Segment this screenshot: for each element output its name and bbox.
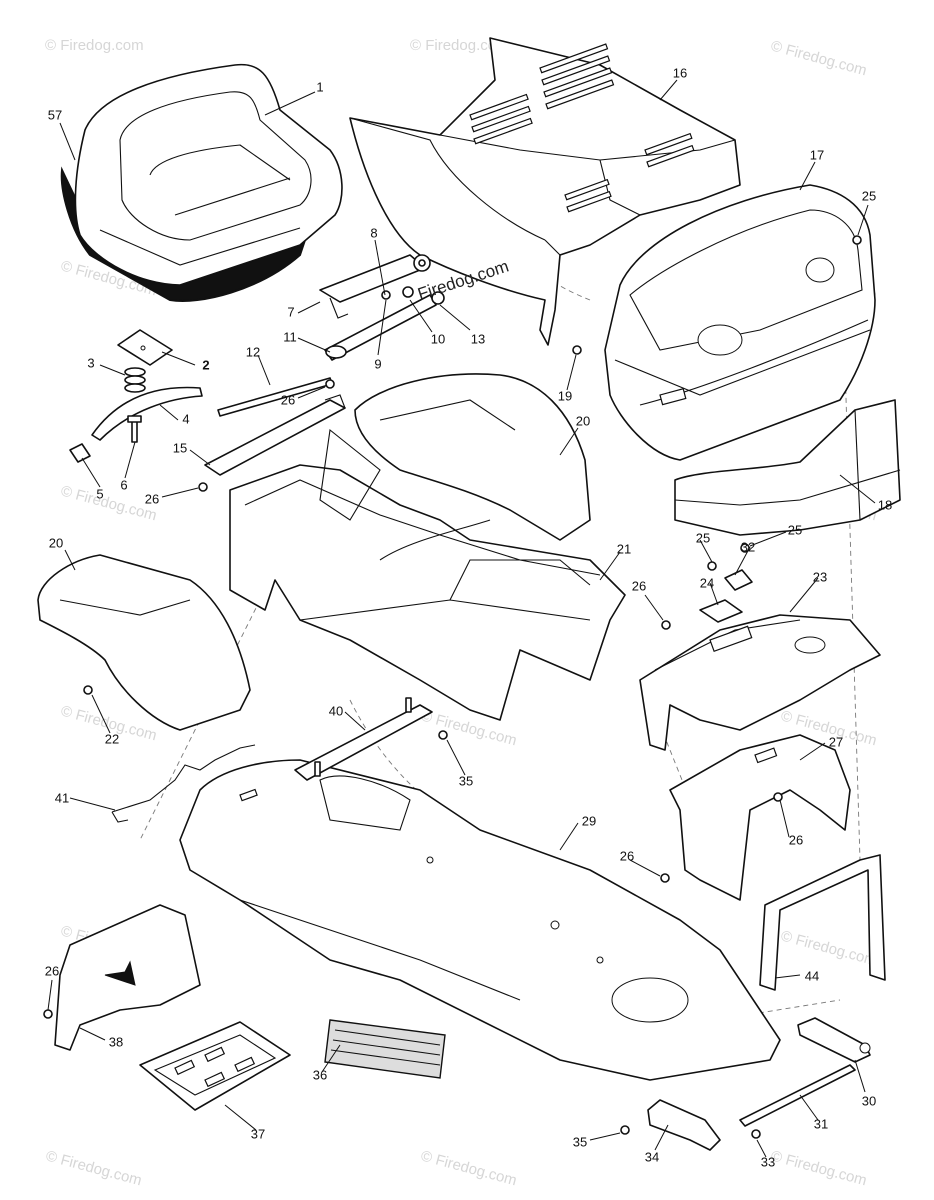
tray <box>139 1021 291 1111</box>
callout-18: 18 <box>878 497 892 512</box>
hinge-bracket <box>797 1017 871 1063</box>
callout-25: 25 <box>696 530 710 545</box>
leader-lines <box>47 79 876 1158</box>
callout-38: 38 <box>109 1034 123 1049</box>
callout-labels: 1 57 16 17 25 8 7 11 9 10 13 12 3 2 4 5 … <box>45 65 892 1169</box>
callout-20: 20 <box>576 413 590 428</box>
callout-30: 30 <box>862 1093 876 1108</box>
pivot-rod <box>324 294 437 361</box>
callout-15: 15 <box>173 440 187 455</box>
callout-29: 29 <box>582 813 596 828</box>
callout-25: 25 <box>788 522 802 537</box>
callout-32: 32 <box>741 539 755 554</box>
hood-support <box>759 854 886 991</box>
callout-8: 8 <box>370 225 377 240</box>
gasket <box>699 599 743 623</box>
callout-21: 21 <box>617 541 631 556</box>
hood <box>349 37 741 346</box>
callout-35: 35 <box>459 773 473 788</box>
watermark: © Firedog.com <box>44 1147 144 1189</box>
callout-26: 26 <box>281 392 295 407</box>
callout-16: 16 <box>673 65 687 80</box>
callout-26: 26 <box>145 491 159 506</box>
mat <box>324 1019 446 1079</box>
side-shield <box>54 904 201 1051</box>
callout-22: 22 <box>105 731 119 746</box>
body-panel <box>229 428 626 721</box>
grille <box>604 184 876 461</box>
watermark: © Firedog.com <box>779 927 879 969</box>
callout-3: 3 <box>87 355 94 370</box>
fender <box>37 554 251 731</box>
callout-26: 26 <box>789 832 803 847</box>
callout-26: 26 <box>45 963 59 978</box>
watermark: © Firedog.com <box>769 37 869 79</box>
callout-35: 35 <box>573 1134 587 1149</box>
hinge-rod <box>739 1064 856 1127</box>
seat-mount <box>91 386 203 441</box>
callout-41: 41 <box>55 790 69 805</box>
callout-17: 17 <box>810 147 824 162</box>
watermark: © Firedog.com <box>410 37 509 54</box>
callout-31: 31 <box>814 1116 828 1131</box>
wire-rod <box>111 744 256 823</box>
callout-33: 33 <box>761 1154 775 1169</box>
dash-panel <box>639 614 881 751</box>
callout-19: 19 <box>558 388 572 403</box>
clip <box>69 443 91 463</box>
callout-6: 6 <box>120 477 127 492</box>
callout-27: 27 <box>829 734 843 749</box>
plate <box>724 569 753 591</box>
callout-34: 34 <box>645 1149 659 1164</box>
callout-26: 26 <box>632 578 646 593</box>
callout-40: 40 <box>329 703 343 718</box>
callout-20: 20 <box>49 535 63 550</box>
callout-26: 26 <box>620 848 634 863</box>
support-bar <box>294 697 433 781</box>
callout-9: 9 <box>374 356 381 371</box>
callout-2: 2 <box>202 357 209 372</box>
screw-hardware <box>43 235 862 1135</box>
hood-vents <box>469 43 695 213</box>
callout-23: 23 <box>813 569 827 584</box>
bolt <box>127 415 142 443</box>
rear-bracket <box>204 394 346 476</box>
seat <box>74 63 343 286</box>
pin <box>751 1129 761 1139</box>
watermark: © Firedog.com <box>45 37 144 54</box>
knob <box>381 254 445 305</box>
watermark: © Firedog.com <box>419 707 519 749</box>
callout-11: 11 <box>283 329 297 344</box>
watermark: © Firedog.com <box>59 482 159 524</box>
watermark: © Firedog.com <box>769 1147 869 1189</box>
seat-plate <box>117 329 173 366</box>
callout-36: 36 <box>313 1067 327 1082</box>
watermark: © Firedog.com <box>419 1147 519 1189</box>
bumper-strip <box>674 399 901 536</box>
callout-13: 13 <box>471 331 485 346</box>
callout-44: 44 <box>805 968 819 983</box>
callout-4: 4 <box>182 411 189 426</box>
fender <box>354 373 591 541</box>
callout-7: 7 <box>287 304 294 319</box>
frame <box>179 759 781 1081</box>
callout-1: 1 <box>316 79 323 94</box>
callout-10: 10 <box>431 331 445 346</box>
callout-25: 25 <box>862 188 876 203</box>
callout-37: 37 <box>251 1126 265 1141</box>
callout-57: 57 <box>48 107 62 122</box>
callout-5: 5 <box>96 486 103 501</box>
dash-bracket <box>669 734 851 901</box>
callout-12: 12 <box>246 344 260 359</box>
latch-bracket <box>647 1099 721 1151</box>
spring <box>124 367 146 393</box>
callout-24: 24 <box>700 575 714 590</box>
